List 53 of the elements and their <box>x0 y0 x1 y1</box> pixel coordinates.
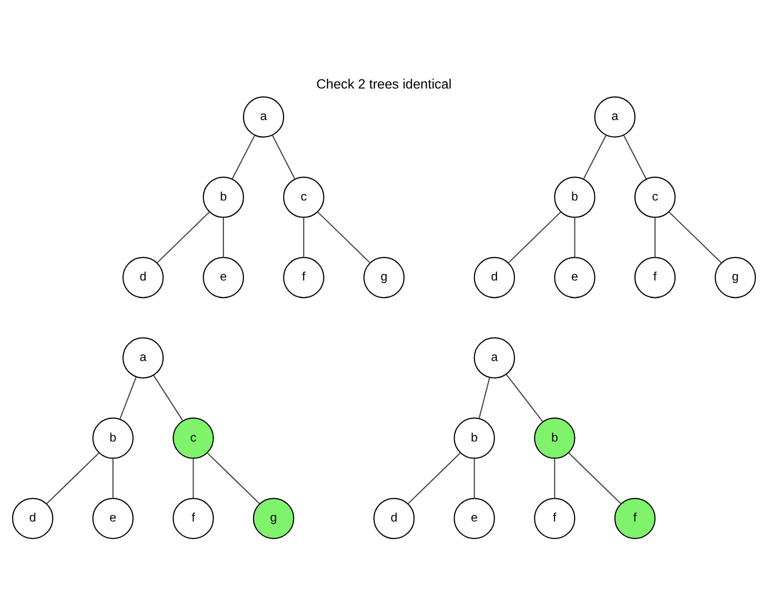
node-circle: a <box>122 336 164 378</box>
connector <box>474 458 475 498</box>
connector <box>508 211 562 263</box>
connector <box>583 134 606 179</box>
node-circle: b <box>534 417 576 458</box>
node-circle: f <box>172 497 214 539</box>
node-circle: d <box>122 256 164 298</box>
connector <box>574 217 576 257</box>
connector <box>554 458 556 498</box>
node-circle: b <box>92 417 134 458</box>
node-circle: b <box>454 417 495 458</box>
node-circle: e <box>202 256 244 298</box>
connector <box>303 217 304 257</box>
connector <box>119 376 137 419</box>
node-circle: a <box>474 336 516 378</box>
node-circle: e <box>454 497 495 539</box>
node-circle: e <box>92 497 134 539</box>
node-circle: g <box>363 256 405 298</box>
connector <box>153 374 184 421</box>
node-circle: f <box>614 497 656 539</box>
node-circle: a <box>594 96 636 138</box>
connector <box>506 374 544 422</box>
node-circle: c <box>283 176 324 218</box>
node-circle: f <box>534 497 576 539</box>
node-circle: a <box>242 96 284 138</box>
node-circle: d <box>373 497 415 539</box>
connector <box>112 458 114 498</box>
node-circle: b <box>554 176 596 218</box>
node-circle: g <box>714 256 756 298</box>
node-circle: f <box>634 256 676 298</box>
connector <box>317 211 371 263</box>
connector <box>232 134 256 179</box>
node-circle: c <box>634 176 676 218</box>
connector <box>654 217 656 257</box>
connector <box>222 217 224 257</box>
diagram-title: Check 2 trees identical <box>316 76 452 92</box>
connector <box>407 452 461 504</box>
connector <box>156 211 210 263</box>
connector <box>46 452 100 504</box>
node-circle: c <box>172 417 214 458</box>
connector <box>192 458 194 498</box>
node-circle: g <box>252 497 294 539</box>
node-circle: d <box>12 497 54 539</box>
node-circle: b <box>202 176 244 218</box>
connector <box>568 452 622 504</box>
connector <box>668 211 722 263</box>
connector <box>478 376 490 418</box>
connector <box>206 452 260 504</box>
node-circle: f <box>283 256 324 298</box>
connector <box>272 134 296 179</box>
node-circle: d <box>474 256 516 298</box>
node-circle: e <box>554 256 596 298</box>
connector <box>623 134 647 179</box>
